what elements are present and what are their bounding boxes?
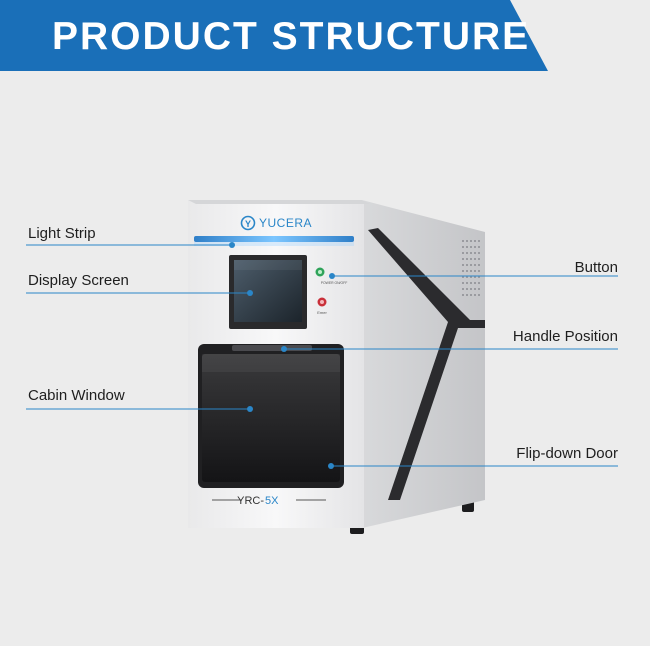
brand-name: YUCERA [259,216,312,230]
brand-logo-icon [240,215,256,231]
header-banner [0,0,548,71]
power-button-label: POWER ON/OFF [321,281,348,285]
callout-dot [247,290,253,296]
callout-dot [328,463,334,469]
brand-mark: Y [245,219,251,229]
machine-top [188,200,370,204]
callout-label-flip-down-door: Flip-down Door [516,445,618,462]
display-screen [234,260,302,322]
cabin-window [202,354,340,482]
model-name-prefix: YRC- [237,495,264,507]
callout-dot [247,406,253,412]
callout-label-display-screen: Display Screen [28,272,129,289]
callout-dot [281,346,287,352]
emergency-button-label: Emer [317,310,327,315]
callout-label-cabin-window: Cabin Window [28,387,125,404]
model-name-suffix: 5X [265,495,279,507]
light-strip [194,236,354,242]
callout-label-button: Button [574,259,618,276]
page-title: PRODUCT STRUCTURE [52,15,531,58]
side-trim [368,228,485,500]
callout-label-light-strip: Light Strip [28,225,96,242]
machine-side-panel [362,200,485,528]
callout-dot [229,242,235,248]
callout-label-handle-position: Handle Position [512,328,618,345]
vent-grille [462,240,480,296]
callout-dot [329,273,335,279]
